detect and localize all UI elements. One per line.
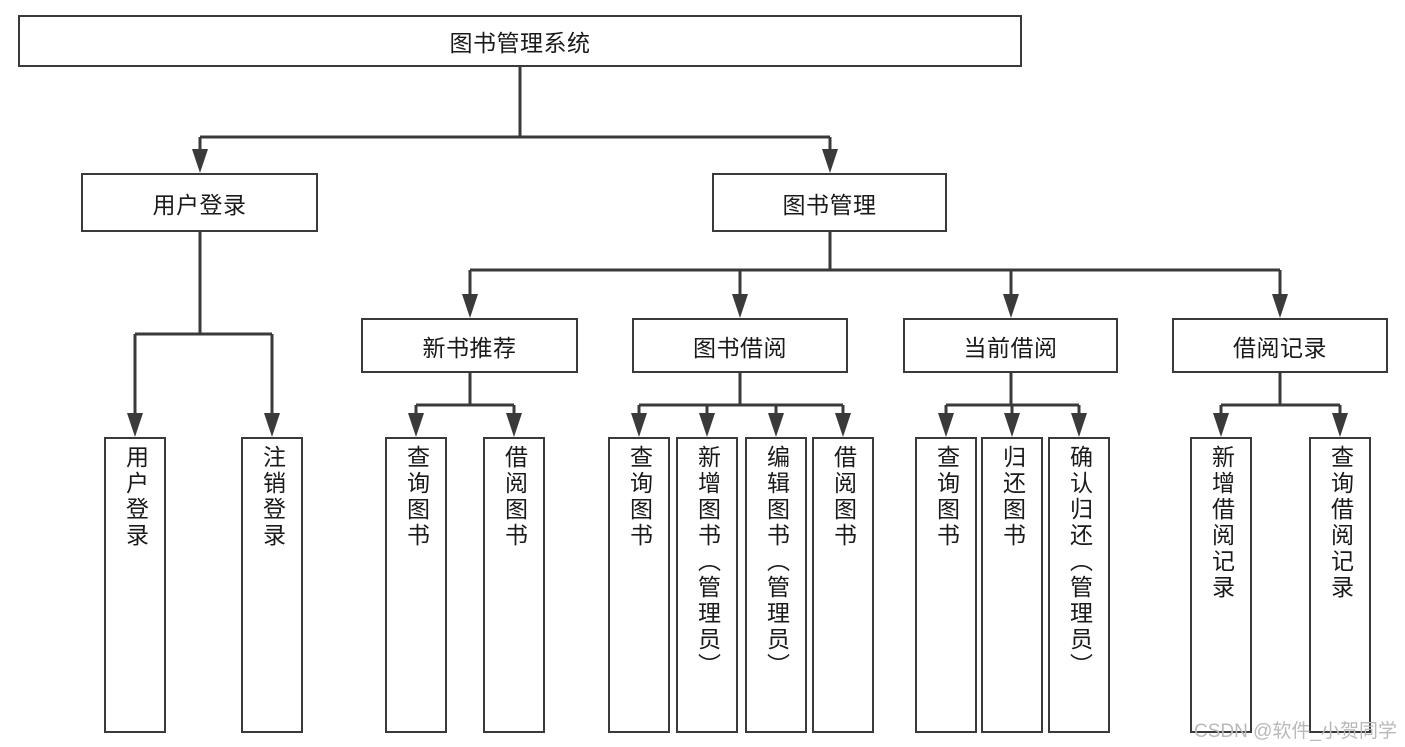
node-label: 查询图书 bbox=[933, 445, 960, 549]
node-bookmgmt[interactable]: 图书管理 bbox=[712, 173, 947, 232]
node-label: 用户登录 bbox=[152, 191, 247, 218]
node-leaf-nb-query[interactable]: 查询图书 bbox=[385, 437, 447, 733]
node-login[interactable]: 用户登录 bbox=[81, 173, 318, 232]
arrowhead-icon bbox=[938, 413, 954, 437]
arrowhead-icon bbox=[1213, 413, 1229, 437]
watermark: CSDN @软件_小贺同学 bbox=[1194, 721, 1397, 742]
node-newbooks[interactable]: 新书推荐 bbox=[361, 318, 578, 373]
arrowhead-icon bbox=[127, 413, 143, 437]
node-label: 归还图书 bbox=[999, 445, 1026, 549]
arrowhead-icon bbox=[631, 413, 647, 437]
node-label: 查询图书 bbox=[626, 445, 653, 549]
node-label: 查询图书 bbox=[403, 445, 430, 549]
node-leaf-user-logout[interactable]: 注销登录 bbox=[241, 437, 303, 733]
node-label: 新增借阅记录 bbox=[1208, 445, 1235, 601]
node-records[interactable]: 借阅记录 bbox=[1172, 318, 1388, 373]
arrowhead-icon bbox=[1003, 294, 1019, 318]
node-label: 新增图书（管理员） bbox=[694, 445, 721, 679]
arrowhead-icon bbox=[732, 294, 748, 318]
node-leaf-user-login[interactable]: 用户登录 bbox=[104, 437, 166, 733]
node-label: 查询借阅记录 bbox=[1327, 445, 1354, 601]
node-root[interactable]: 图书管理系统 bbox=[18, 15, 1022, 67]
node-leaf-rec-query[interactable]: 查询借阅记录 bbox=[1309, 437, 1371, 733]
node-leaf-bk-query[interactable]: 查询图书 bbox=[608, 437, 670, 733]
arrowhead-icon bbox=[835, 413, 851, 437]
arrowhead-icon bbox=[699, 413, 715, 437]
node-label: 图书管理 bbox=[782, 191, 877, 218]
node-label: 当前借阅 bbox=[963, 334, 1058, 361]
arrowhead-icon bbox=[408, 413, 424, 437]
node-label: 新书推荐 bbox=[422, 334, 517, 361]
arrowhead-icon bbox=[264, 413, 280, 437]
node-leaf-bk-add[interactable]: 新增图书（管理员） bbox=[676, 437, 738, 733]
node-leaf-cur-confirm[interactable]: 确认归还（管理员） bbox=[1048, 437, 1110, 733]
node-label: 确认归还（管理员） bbox=[1066, 445, 1093, 679]
arrowhead-icon bbox=[1004, 413, 1020, 437]
node-current[interactable]: 当前借阅 bbox=[903, 318, 1118, 373]
node-label: 图书借阅 bbox=[693, 334, 787, 361]
node-label: 图书管理系统 bbox=[449, 30, 591, 56]
node-label: 借阅记录 bbox=[1233, 334, 1327, 361]
node-leaf-bk-edit[interactable]: 编辑图书（管理员） bbox=[745, 437, 807, 733]
arrowhead-icon bbox=[822, 149, 838, 173]
node-label: 借阅图书 bbox=[501, 445, 528, 549]
node-leaf-nb-borrow[interactable]: 借阅图书 bbox=[483, 437, 545, 733]
arrowhead-icon bbox=[768, 413, 784, 437]
node-label: 借阅图书 bbox=[830, 445, 857, 549]
node-leaf-cur-query[interactable]: 查询图书 bbox=[915, 437, 977, 733]
arrowhead-icon bbox=[1071, 413, 1087, 437]
arrowhead-icon bbox=[506, 413, 522, 437]
node-label: 注销登录 bbox=[259, 445, 286, 549]
node-leaf-cur-return[interactable]: 归还图书 bbox=[981, 437, 1043, 733]
arrowhead-icon bbox=[462, 294, 478, 318]
arrowhead-icon bbox=[1272, 294, 1288, 318]
node-label: 用户登录 bbox=[122, 445, 149, 549]
node-leaf-bk-borrow[interactable]: 借阅图书 bbox=[812, 437, 874, 733]
node-label: 编辑图书（管理员） bbox=[763, 445, 790, 679]
arrowhead-icon bbox=[1332, 413, 1348, 437]
node-leaf-rec-add[interactable]: 新增借阅记录 bbox=[1190, 437, 1252, 733]
arrowhead-icon bbox=[192, 149, 208, 173]
node-borrow[interactable]: 图书借阅 bbox=[632, 318, 848, 373]
